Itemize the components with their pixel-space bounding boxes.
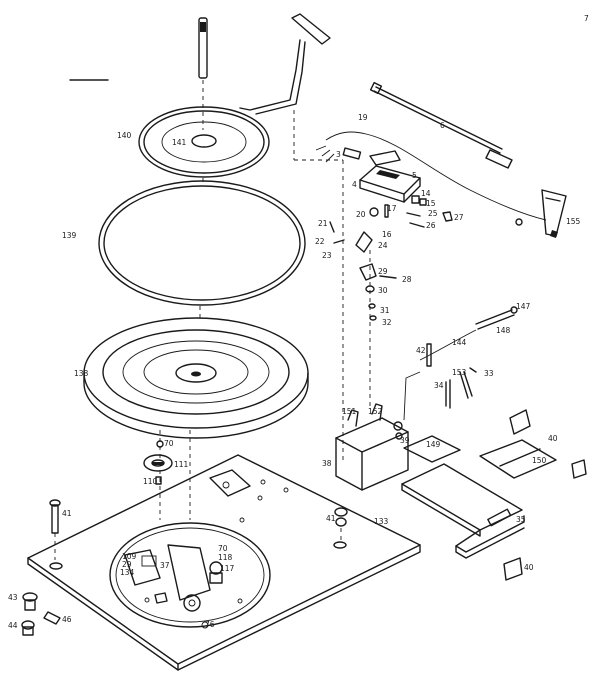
callout-c34: 34 (434, 381, 444, 390)
callout-c41a: 41 (62, 509, 72, 518)
callout-c141: 141 (172, 138, 187, 147)
spring-parts (403, 329, 477, 421)
callout-c6: 6 (440, 121, 445, 130)
callout-c70b: 70 (218, 544, 228, 553)
callout-c32: 32 (382, 318, 392, 327)
callout-c152: 152 (368, 407, 383, 416)
foot-parts (21, 592, 61, 636)
callout-c4: 4 (352, 180, 357, 189)
callout-c43: 43 (8, 593, 18, 602)
callout-c25: 25 (428, 209, 438, 218)
callout-c139: 139 (62, 231, 77, 240)
callout-c17: 17 (387, 204, 397, 213)
callout-c3: 3 (336, 150, 341, 159)
callout-c22: 22 (315, 237, 325, 246)
callout-c27: 27 (454, 213, 464, 222)
callout-c70a: 70 (164, 439, 174, 448)
lift-pin (475, 306, 518, 330)
callout-c44: 44 (8, 621, 18, 630)
callout-c15: 15 (426, 199, 436, 208)
cartridge-head (342, 147, 427, 206)
callout-c133: 133 (374, 517, 389, 526)
callout-c111: 111 (174, 460, 189, 469)
callout-c23: 23 (322, 251, 332, 260)
callout-c149: 149 (426, 440, 441, 449)
callout-c153: 153 (452, 368, 467, 377)
callout-c140: 140 (117, 131, 132, 140)
callout-c31: 31 (380, 306, 390, 315)
callout-c117: 117 (220, 564, 235, 573)
callout-c144: 144 (452, 338, 467, 347)
callout-c150: 150 (532, 456, 547, 465)
callout-c37: 37 (160, 561, 170, 570)
callout-c46: 46 (62, 615, 72, 624)
callout-c110: 110 (143, 477, 158, 486)
callout-c41b: 41 (326, 514, 336, 523)
callout-c29b: 29 (378, 267, 388, 276)
callout-c33: 33 (484, 369, 494, 378)
callout-c109: 109 (122, 552, 137, 561)
callout-c30: 30 (378, 286, 388, 295)
screw-right (334, 507, 348, 540)
cable (315, 131, 567, 238)
callout-c40b: 40 (524, 563, 534, 572)
belt-ring (98, 180, 306, 306)
callout-c35: 35 (516, 515, 526, 524)
callout-c28: 28 (402, 275, 412, 284)
small-hardware (329, 204, 453, 410)
spindle-pin (198, 17, 208, 130)
callout-c16: 16 (382, 230, 392, 239)
callout-c14: 14 (421, 189, 431, 198)
callout-c118: 118 (218, 553, 233, 562)
arm-base (335, 403, 409, 491)
callout-c38: 38 (322, 459, 332, 468)
callout-c151: 151 (342, 407, 357, 416)
callout-c21: 21 (318, 219, 328, 228)
callout-c148: 148 (496, 326, 511, 335)
callout-c134: 134 (120, 568, 135, 577)
callout-c39: 39 (400, 436, 410, 445)
slide-bracket (401, 409, 587, 581)
platter (83, 317, 309, 439)
callout-c147: 147 (516, 302, 531, 311)
callout-c29: 29 (122, 560, 132, 569)
base-plate (27, 430, 421, 671)
callout-c76: 76 (205, 620, 215, 629)
callout-c40a: 40 (548, 434, 558, 443)
callout-c24: 24 (378, 241, 388, 250)
callout-c5: 5 (412, 171, 417, 180)
screw-left (49, 499, 61, 560)
callout-c138: 138 (74, 369, 89, 378)
bearing-assembly (143, 430, 173, 520)
rubber-mat (138, 106, 270, 178)
callout-c155: 155 (566, 217, 581, 226)
callout-c20: 20 (356, 210, 366, 219)
callout-c26: 26 (426, 221, 436, 230)
callout-c7: 7 (584, 14, 589, 23)
callout-c42: 42 (416, 346, 426, 355)
arm-lever (239, 13, 331, 160)
callout-c19: 19 (358, 113, 368, 122)
rod (369, 81, 513, 169)
